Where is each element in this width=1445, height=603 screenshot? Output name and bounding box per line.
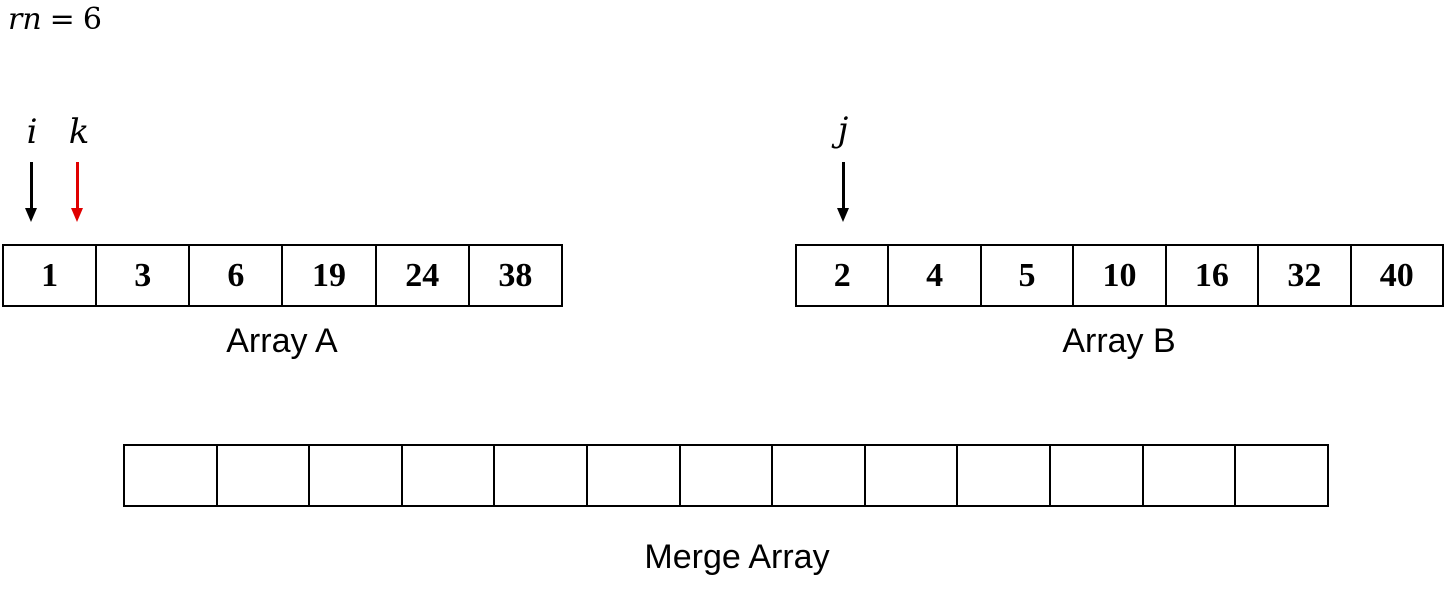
pointer-j-arrow-shaft [842,162,845,210]
pointer-label-k: k [68,112,90,152]
equation-rhs: 6 [82,2,102,37]
array-cell: 4 [889,246,982,305]
array-cell: 2 [797,246,890,305]
pointer-k: k [64,115,94,149]
array-cell [403,446,496,505]
array-cell [1236,446,1329,505]
pointer-i-arrow-shaft [30,162,33,210]
pointer-j-arrow-head [837,208,849,222]
pointer-j: j [829,113,857,147]
pointer-k-arrow-shaft [76,162,79,210]
array-cell: 32 [1259,246,1352,305]
array-cell [218,446,311,505]
array-cell [125,446,218,505]
array-cell [310,446,403,505]
merge-array-caption: Merge Array [644,538,830,576]
array-cell [681,446,774,505]
array-a-caption: Array A [226,322,338,360]
array-cell [495,446,589,505]
equation-lhs: rn [8,2,42,37]
pointer-k-arrow-head [71,208,83,222]
array-cell: 19 [283,246,377,305]
array-cell: 16 [1167,246,1260,305]
array-cell: 24 [377,246,470,305]
array-cell [866,446,959,505]
equation: rn=6 [8,2,102,37]
array-cell: 5 [982,246,1075,305]
pointer-i-arrow-head [25,208,37,222]
array-cell [588,446,681,505]
array-cell [1144,446,1237,505]
array-cell: 38 [470,246,563,305]
pointer-i: i [18,115,46,149]
array-cell: 1 [4,246,98,305]
equation-operator: = [49,2,75,37]
pointer-label-j: j [837,110,849,150]
array-cell: 3 [97,246,191,305]
array-cell [958,446,1052,505]
array-cell [773,446,866,505]
array-b-caption: Array B [1062,322,1176,360]
array-cell: 6 [190,246,284,305]
merge-array [123,444,1329,507]
array-cell: 40 [1352,246,1444,305]
array-cell: 10 [1074,246,1167,305]
array-cell [1051,446,1144,505]
pointer-label-i: i [26,112,38,152]
